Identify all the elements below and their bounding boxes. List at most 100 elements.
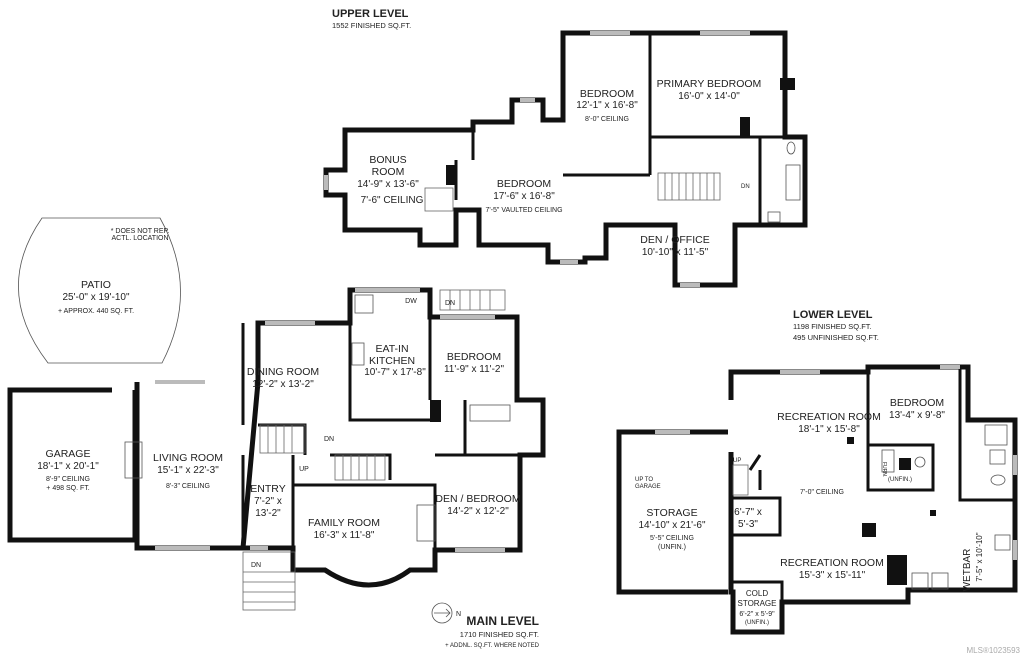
lower-level-sqft: 495 UNFINISHED SQ.FT. [793,333,879,342]
room-name: DINING ROOM [247,366,319,378]
room-name: BONUS [369,154,406,166]
kitchen-sink-icon [354,294,374,314]
upper-outline [323,30,808,288]
room-note: 8'-9" CEILING [46,476,90,483]
patio: * DOES NOT REP. ACTL. LOCATION PATIO 25'… [18,217,181,364]
water-heater-icon [914,456,926,468]
room-name: FAMILY ROOM [308,517,380,529]
room-name: BEDROOM [497,178,551,190]
stair-dn-label: DN [251,562,261,569]
mls-watermark: MLS®1023593 [967,646,1021,655]
up-to-garage-label: UP TO [635,477,653,483]
room-dims: 13'-4" x 9'-8" [889,410,945,421]
room-dims: 18'-1" x 15'-8" [798,424,860,435]
fireplace-icon [416,504,436,542]
room-dims: 14'-2" x 12'-2" [447,506,509,517]
lower-outline [728,364,1018,635]
room-dims: 14'-9" x 13'-6" [357,179,419,190]
room-dims: 13'-2" [255,508,281,519]
room-name: COLD [746,589,768,598]
room-dims: 7'-2" x [254,496,282,507]
upper-level: UPPER LEVEL 1552 FINISHED SQ.FT. DN BONU… [323,8,808,288]
room-dims: 10'-7" x 17'-8" [364,367,426,378]
stove-icon [351,342,365,366]
lower-level-title: LOWER LEVEL [793,309,873,321]
washer-icon [911,572,929,590]
room-name: RECREATION ROOM [777,411,881,423]
stair-dn-label: DN [324,436,334,443]
furnace-label: FURN. [881,462,887,477]
lower-stairs [732,464,749,496]
sink-icon [989,449,1006,465]
main-level-title: MAIN LEVEL [466,614,539,628]
main-level: DW DN DN UP DN GARAGE 18'-1" x 20'-1" 8'… [7,287,546,649]
room-name: PRIMARY BEDROOM [657,78,762,90]
toilet-icon [786,141,796,155]
room-name: KITCHEN [369,355,415,367]
compass-label: N [456,611,461,618]
room-dims: 5'-3" [738,519,758,530]
upper-stairs [424,172,721,212]
furnace-icon [881,449,895,473]
stair-dn-label: DN [445,300,455,307]
main-stairs [242,289,506,611]
room-name: BEDROOM [580,88,634,100]
room-name: PATIO [81,279,111,291]
room-dims: 11'-9" x 11'-2" [444,364,504,375]
room-name: DEN / OFFICE [640,234,709,246]
room-name: STORAGE [738,599,777,608]
room-dims: 25'-0" x 19'-10" [62,292,130,303]
main-level-sqft: 1710 FINISHED SQ.FT. [460,630,539,639]
shower-icon [984,424,1008,446]
sink-icon [767,211,781,223]
room-note: + 498 SQ. FT. [46,485,89,492]
fireplace-icon [124,441,143,479]
room-name: BEDROOM [890,397,944,409]
room-name: DEN / BEDROOM [435,493,520,505]
room-note: (UNFIN.) [658,544,686,551]
bar-sink-icon [994,534,1011,551]
room-note: 5'-5" CEILING [650,535,694,542]
room-name: GARAGE [46,448,91,460]
stair-dn-label: DN [741,184,750,190]
room-dims: 6'-7" x [734,507,762,518]
room-name: ENTRY [250,483,285,495]
dishwasher-label: DW [405,298,417,305]
upper-level-sqft: 1552 FINISHED SQ.FT. [332,21,411,30]
up-to-garage-label: GARAGE [635,484,661,490]
room-name: RECREATION ROOM [780,557,884,569]
bathtub-icon [469,404,511,422]
room-name: BEDROOM [447,351,501,363]
room-note: 8'-3" CEILING [166,483,210,490]
room-dims: 18'-1" x 20'-1" [37,461,99,472]
toilet-icon [990,474,1006,486]
room-note: 8'-0" CEILING [585,116,629,123]
patio-disclaimer: ACTL. LOCATION [111,235,168,242]
room-dims: 7'-5" x 10'-10" [975,532,984,581]
upper-inner-walls [454,33,785,225]
lower-level: LOWER LEVEL 1198 FINISHED SQ.FT. 495 UNF… [616,309,1018,635]
furnace-unfin-label: (UNFIN.) [888,477,912,483]
ceiling-note: 7'-0" CEILING [800,489,844,496]
room-dims: 15'-1" x 22'-3" [157,465,219,476]
room-dims: 17'-6" x 16'-8" [493,191,555,202]
upper-level-title: UPPER LEVEL [332,8,409,20]
room-name: LIVING ROOM [153,452,223,464]
stair-up-label: UP [299,466,309,473]
room-name: EAT-IN [375,343,408,355]
room-note: 7'-6" CEILING [361,195,424,206]
room-dims: 12'-1" x 16'-8" [576,100,638,111]
dryer-icon [931,572,949,590]
lower-level-sqft: 1198 FINISHED SQ.FT. [793,322,872,331]
room-note: (UNFIN.) [745,620,769,626]
room-note: + APPROX. 440 SQ. FT. [58,308,134,315]
room-dims: 16'-3" x 11'-8" [314,530,375,541]
room-dims: 10'-10" x 11'-5" [642,247,709,258]
room-name: WETBAR [962,549,973,592]
main-level-note: + ADDNL. SQ.FT. WHERE NOTED [445,643,540,649]
bathtub-icon [785,164,801,201]
stair-up-label: UP [733,458,741,464]
compass-icon: N [431,602,461,624]
room-dims: 16'-0" x 14'-0" [678,91,740,102]
